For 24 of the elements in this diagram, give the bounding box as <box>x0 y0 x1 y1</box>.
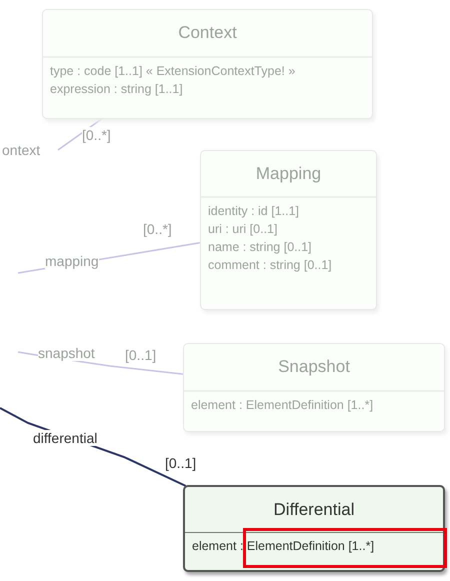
class-name: Mapping <box>256 164 322 184</box>
attribute-text: element : ElementDefinition [1..*] <box>190 397 374 414</box>
role-label: differential <box>33 430 98 446</box>
class-name: Snapshot <box>278 357 350 377</box>
class-name: Differential <box>274 500 354 520</box>
multiplicity-label: [0..1] <box>125 347 156 363</box>
role-label: mapping <box>45 253 99 269</box>
attribute-text: identity : id [1..1] <box>207 203 300 220</box>
attribute-text: element : ElementDefinition [1..*] <box>191 538 376 555</box>
attribute-text: comment : string [0..1] <box>207 257 333 274</box>
attribute-text: uri : uri [0..1] <box>207 221 278 238</box>
class-box <box>183 343 445 432</box>
multiplicity-label: [0..*] <box>82 127 111 143</box>
attribute-text: expression : string [1..1] <box>49 81 184 98</box>
class-box <box>42 9 373 119</box>
attribute-text: type : code [1..1] « ExtensionContextType! » <box>49 63 296 80</box>
association-line <box>58 118 102 151</box>
class-box <box>200 150 377 310</box>
role-label: snapshot <box>38 345 95 361</box>
multiplicity-label: [0..1] <box>165 455 196 471</box>
multiplicity-label: [0..*] <box>143 221 172 237</box>
class-box <box>183 485 445 572</box>
attribute-text: name : string [0..1] <box>207 239 313 256</box>
class-name: Context <box>178 23 237 43</box>
